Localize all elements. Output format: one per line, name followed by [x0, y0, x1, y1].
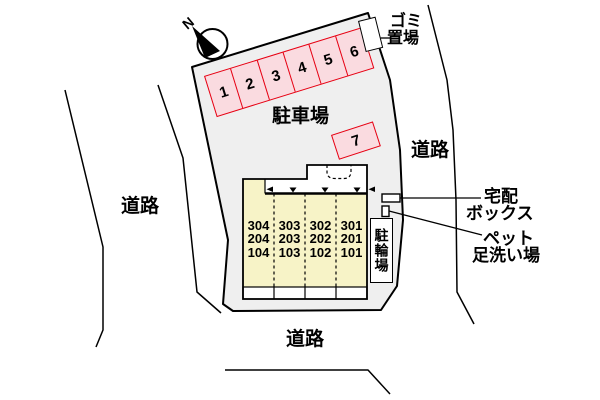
- room-number: 101: [340, 244, 363, 260]
- pet-wash-label-line1: ペット: [483, 229, 534, 248]
- room-number: 103: [278, 244, 301, 260]
- bicycle-parking-label: 駐輪場: [370, 218, 393, 283]
- stall-number: 3: [269, 66, 283, 86]
- entrance-arrow-down-icon: [353, 187, 361, 193]
- road-label-right: 道路: [411, 140, 450, 161]
- stall-number: 1: [217, 82, 231, 102]
- garbage-area-label: ゴミ 置場: [387, 13, 423, 47]
- room-number: 202: [309, 231, 332, 247]
- room-number: 301: [340, 218, 363, 233]
- room-number: 304: [247, 218, 270, 233]
- road-left-outer-edge: [64, 89, 104, 348]
- delivery-box-label-line2: ボックス: [466, 203, 534, 223]
- road-label-bottom: 道路: [286, 329, 325, 350]
- garbage-label-line1: ゴミ: [390, 13, 423, 30]
- road-right-edge: [427, 4, 475, 325]
- room-number-grid: 304 303 302 301 204 203 202 201 104 103 …: [243, 218, 367, 260]
- room-number: 204: [247, 231, 270, 247]
- room-number: 201: [340, 231, 363, 247]
- stall-number: 5: [321, 50, 335, 70]
- road-bottom-edge: [225, 369, 391, 395]
- parking-lot-label: 駐車場: [272, 106, 330, 127]
- stall-number: 7: [349, 131, 363, 150]
- stall-number: 6: [347, 42, 361, 62]
- pet-wash-label: ペット 足洗い場: [472, 229, 540, 265]
- room-number: 102: [309, 244, 332, 260]
- pet-wash-label-line2: 足洗い場: [472, 245, 540, 265]
- road-left-inner-edge: [157, 84, 222, 314]
- delivery-box-fixture: [381, 193, 401, 203]
- room-number: 104: [247, 244, 270, 260]
- delivery-box-label-line1: 宅配: [484, 187, 518, 206]
- entrance-arrow-left-icon: [266, 186, 273, 192]
- stall-number: 4: [295, 58, 309, 78]
- pet-wash-leader-line: [388, 210, 483, 236]
- stair-dashed-marker: [326, 165, 352, 180]
- room-number: 303: [278, 218, 301, 233]
- road-label-left: 道路: [121, 196, 160, 217]
- pet-wash-fixture: [381, 205, 390, 218]
- room-number: 302: [309, 218, 332, 233]
- garbage-label-line2: 置場: [387, 30, 420, 47]
- building-outline: [242, 164, 368, 300]
- entrance-arrow-right-icon: [368, 186, 375, 192]
- room-row: 104 103 102 101: [243, 244, 367, 260]
- delivery-box-label: 宅配 ボックス: [466, 187, 534, 223]
- room-number: 203: [278, 231, 301, 247]
- entrance-arrow-down-icon: [321, 187, 329, 193]
- entrance-arrow-down-icon: [289, 187, 297, 193]
- stall-number: 2: [243, 74, 257, 94]
- room-row: 304 303 302 301: [243, 218, 367, 233]
- room-row: 204 203 202 201: [243, 231, 367, 247]
- north-arrow-icon: [192, 26, 229, 60]
